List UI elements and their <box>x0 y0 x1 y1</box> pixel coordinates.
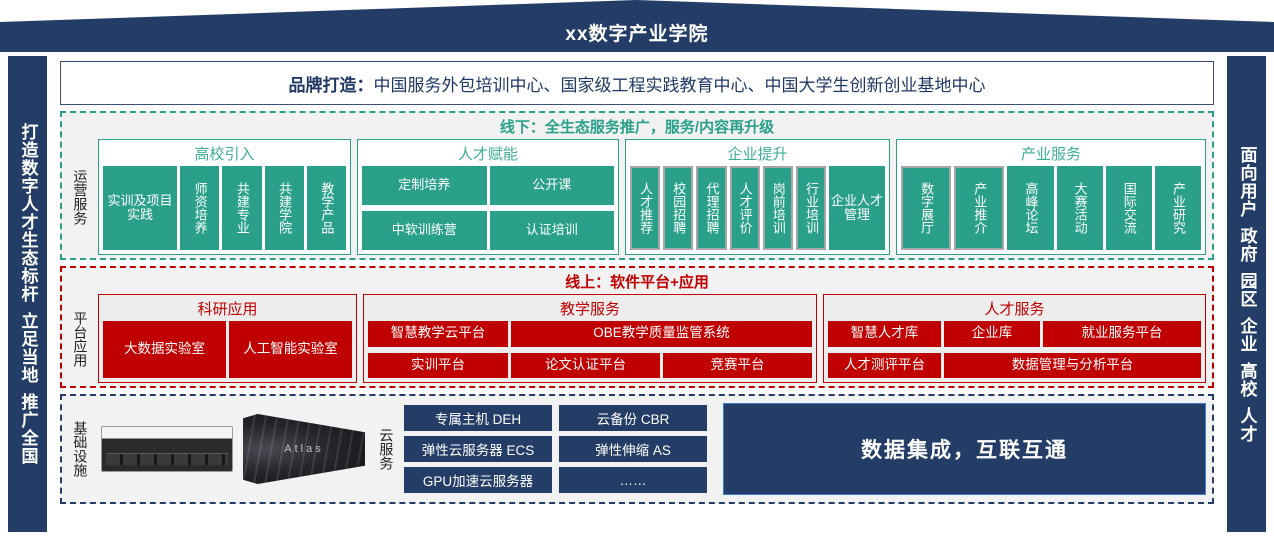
tile-chanye-tuijie[interactable]: 产业推介 <box>954 166 1005 250</box>
cloud-tile-more[interactable]: …… <box>559 467 707 493</box>
tile-zhihui-rencaiku[interactable]: 智慧人才库 <box>828 321 941 347</box>
group-jiaoxue-fuwu: 教学服务 智慧教学云平台 OBE教学质量监管系统 实训平台 论文认证平台 竞赛平… <box>363 294 817 383</box>
group-keyan-yingyong: 科研应用 大数据实验室 人工智能实验室 <box>98 294 357 383</box>
group-title: 高校引入 <box>194 146 255 163</box>
tile-rencai-ceping-pingtai[interactable]: 人才测评平台 <box>828 352 941 378</box>
tile-hangye-peixun[interactable]: 行业培训 <box>795 166 827 250</box>
tile-jiaoxue-chanpin[interactable]: 教学产品 <box>306 166 346 250</box>
tile-chanye-yanjiu[interactable]: 产业研究 <box>1154 166 1202 250</box>
offline-row-label: 运营服务 <box>72 169 89 225</box>
brand-label: 品牌打造： <box>288 75 374 95</box>
tile-shizi-peiyang[interactable]: 师资培养 <box>180 166 220 250</box>
tile-rencai-tuijian[interactable]: 人才推荐 <box>630 166 661 250</box>
right-pillar-line-3: 园区 <box>1237 271 1257 308</box>
online-row-label: 平台应用 <box>72 310 89 367</box>
tile-qiye-rencai-guanli[interactable]: 企业人才管理 <box>829 166 886 250</box>
group-title: 人才赋能 <box>457 146 518 163</box>
group-title: 人才服务 <box>984 301 1045 318</box>
tile-renzheng-peixun[interactable]: 认证培训 <box>489 211 614 250</box>
tile-zhihui-jiaoxue-yun[interactable]: 智慧教学云平台 <box>368 321 508 347</box>
tile-obe-jiaoxue-zhiliang[interactable]: OBE教学质量监管系统 <box>511 321 812 347</box>
diagram-roof-header: xx数字产业学院 <box>0 0 1274 52</box>
group-title: 科研应用 <box>197 301 258 318</box>
group-title: 教学服务 <box>559 301 620 318</box>
rack-server-icon <box>101 426 233 472</box>
cloud-tile-deh[interactable]: 专属主机 DEH <box>404 405 552 431</box>
tile-shuzi-zhanting[interactable]: 数字展厅 <box>901 166 952 250</box>
cloud-tile-as[interactable]: 弹性伸缩 AS <box>559 436 707 462</box>
tile-gongjian-zhuanye[interactable]: 共建专业 <box>222 166 262 250</box>
right-pillar-line-1: 面向用户 <box>1237 145 1257 218</box>
atlas-cluster-icon: Atlas <box>243 414 365 484</box>
tile-zhongruan-xunlianying[interactable]: 中软训练营 <box>362 211 487 250</box>
tile-rengong-zhineng-shiyanshi[interactable]: 人工智能实验室 <box>229 321 352 378</box>
right-pillar-line-2: 政府 <box>1237 226 1257 263</box>
group-gaoxiao-yinru: 高校引入 实训及项目实践 师资培养 共建专业 共建学院 教学产品 <box>98 139 351 255</box>
cloud-services-column-1: 专属主机 DEH 弹性云服务器 ECS GPU加速云服务器 <box>404 405 552 493</box>
tile-gongkaike[interactable]: 公开课 <box>489 166 614 205</box>
page-title: xx数字产业学院 <box>565 24 709 45</box>
online-section-title: 线上：软件平台+应用 <box>565 274 709 291</box>
group-rencai-funeng: 人才赋能 定制培养 公开课 中软训练营 认证培训 <box>357 139 619 255</box>
tile-rencai-pingjia[interactable]: 人才评价 <box>729 166 760 250</box>
group-title: 产业服务 <box>1020 146 1081 163</box>
cloud-tile-cbr[interactable]: 云备份 CBR <box>559 405 707 431</box>
cloud-services-label: 云服务 <box>378 428 395 470</box>
tile-gangqian-peixun[interactable]: 岗前培训 <box>762 166 793 250</box>
infrastructure-section: 基础设施 Atlas 云服务 专属主机 DEH 弹性云服务器 ECS GPU加速… <box>60 394 1214 504</box>
tile-xiaoyuan-zhaopin[interactable]: 校园招聘 <box>663 166 694 250</box>
brand-text: 中国服务外包培训中心、国家级工程实践教育中心、中国大学生创新创业基地中心 <box>373 75 986 95</box>
tile-jingsai-pingtai[interactable]: 竞赛平台 <box>663 352 812 378</box>
tile-dashuju-shiyanshi[interactable]: 大数据实验室 <box>103 321 226 378</box>
group-rencai-fuwu: 人才服务 智慧人才库 企业库 就业服务平台 人才测评平台 数据管理与分析平台 <box>823 294 1206 383</box>
tile-jiuye-fuwu-pingtai[interactable]: 就业服务平台 <box>1043 321 1201 347</box>
atlas-caption: Atlas <box>284 443 324 455</box>
right-pillar-line-5: 高校 <box>1237 361 1257 398</box>
right-pillar-line-6: 人才 <box>1237 406 1257 443</box>
tile-shuju-guanli-fenxi-pingtai[interactable]: 数据管理与分析平台 <box>944 352 1201 378</box>
left-pillar-line-3: 推广全国 <box>18 393 38 465</box>
tile-dasai-huodong[interactable]: 大赛活动 <box>1056 166 1103 250</box>
tile-shixun-pingtai[interactable]: 实训平台 <box>368 352 508 378</box>
cloud-tile-gpu[interactable]: GPU加速云服务器 <box>404 467 552 493</box>
left-pillar-line-2: 立足当地 <box>18 312 38 384</box>
online-section: 线上：软件平台+应用 平台应用 科研应用 大数据实验室 人工智能实验室 教学服务 <box>60 266 1214 388</box>
offline-section-title: 线下：全生态服务推广，服务/内容再升级 <box>499 119 775 136</box>
tile-dingzhi-peiyang[interactable]: 定制培养 <box>362 166 487 205</box>
diagram-body: 品牌打造： 中国服务外包培训中心、国家级工程实践教育中心、中国大学生创新创业基地… <box>53 56 1221 532</box>
left-pillar: 打造数字人才生态标杆 立足当地 推广全国 <box>8 56 47 532</box>
tile-daili-zhaopin[interactable]: 代理招聘 <box>696 166 727 250</box>
cloud-services-grid: 专属主机 DEH 弹性云服务器 ECS GPU加速云服务器 云备份 CBR 弹性… <box>404 405 707 493</box>
cloud-tile-ecs[interactable]: 弹性云服务器 ECS <box>404 436 552 462</box>
right-pillar: 面向用户 政府 园区 企业 高校 人才 <box>1227 56 1266 532</box>
right-pillar-line-4: 企业 <box>1237 316 1257 353</box>
tile-shixun-xiangmu[interactable]: 实训及项目实践 <box>103 166 177 250</box>
group-title: 企业提升 <box>727 146 788 163</box>
left-pillar-line-1: 打造数字人才生态标杆 <box>18 123 38 303</box>
data-integration-banner: 数据集成，互联互通 <box>723 403 1206 495</box>
cloud-services-column-2: 云备份 CBR 弹性伸缩 AS …… <box>559 405 707 493</box>
offline-section: 线下：全生态服务推广，服务/内容再升级 运营服务 高校引入 实训及项目实践 师资… <box>60 111 1214 260</box>
server-hardware-images: Atlas <box>98 414 368 484</box>
tile-gaofeng-luntan[interactable]: 高峰论坛 <box>1007 166 1054 250</box>
tile-lunwen-renzheng-pingtai[interactable]: 论文认证平台 <box>511 352 660 378</box>
group-chanye-fuwu: 产业服务 数字展厅 产业推介 高峰论坛 大赛活动 国际交流 产业研究 <box>896 139 1206 255</box>
brand-bar: 品牌打造： 中国服务外包培训中心、国家级工程实践教育中心、中国大学生创新创业基地… <box>60 61 1214 105</box>
group-qiye-tisheng: 企业提升 人才推荐 校园招聘 代理招聘 人才评价 岗前培训 行业培训 企业人才管… <box>625 139 890 255</box>
tile-qiyeku[interactable]: 企业库 <box>944 321 1040 347</box>
infrastructure-row-label: 基础设施 <box>72 421 89 477</box>
tile-gongjian-xueyuan[interactable]: 共建学院 <box>264 166 304 250</box>
tile-guoji-jiaoliu[interactable]: 国际交流 <box>1105 166 1152 250</box>
